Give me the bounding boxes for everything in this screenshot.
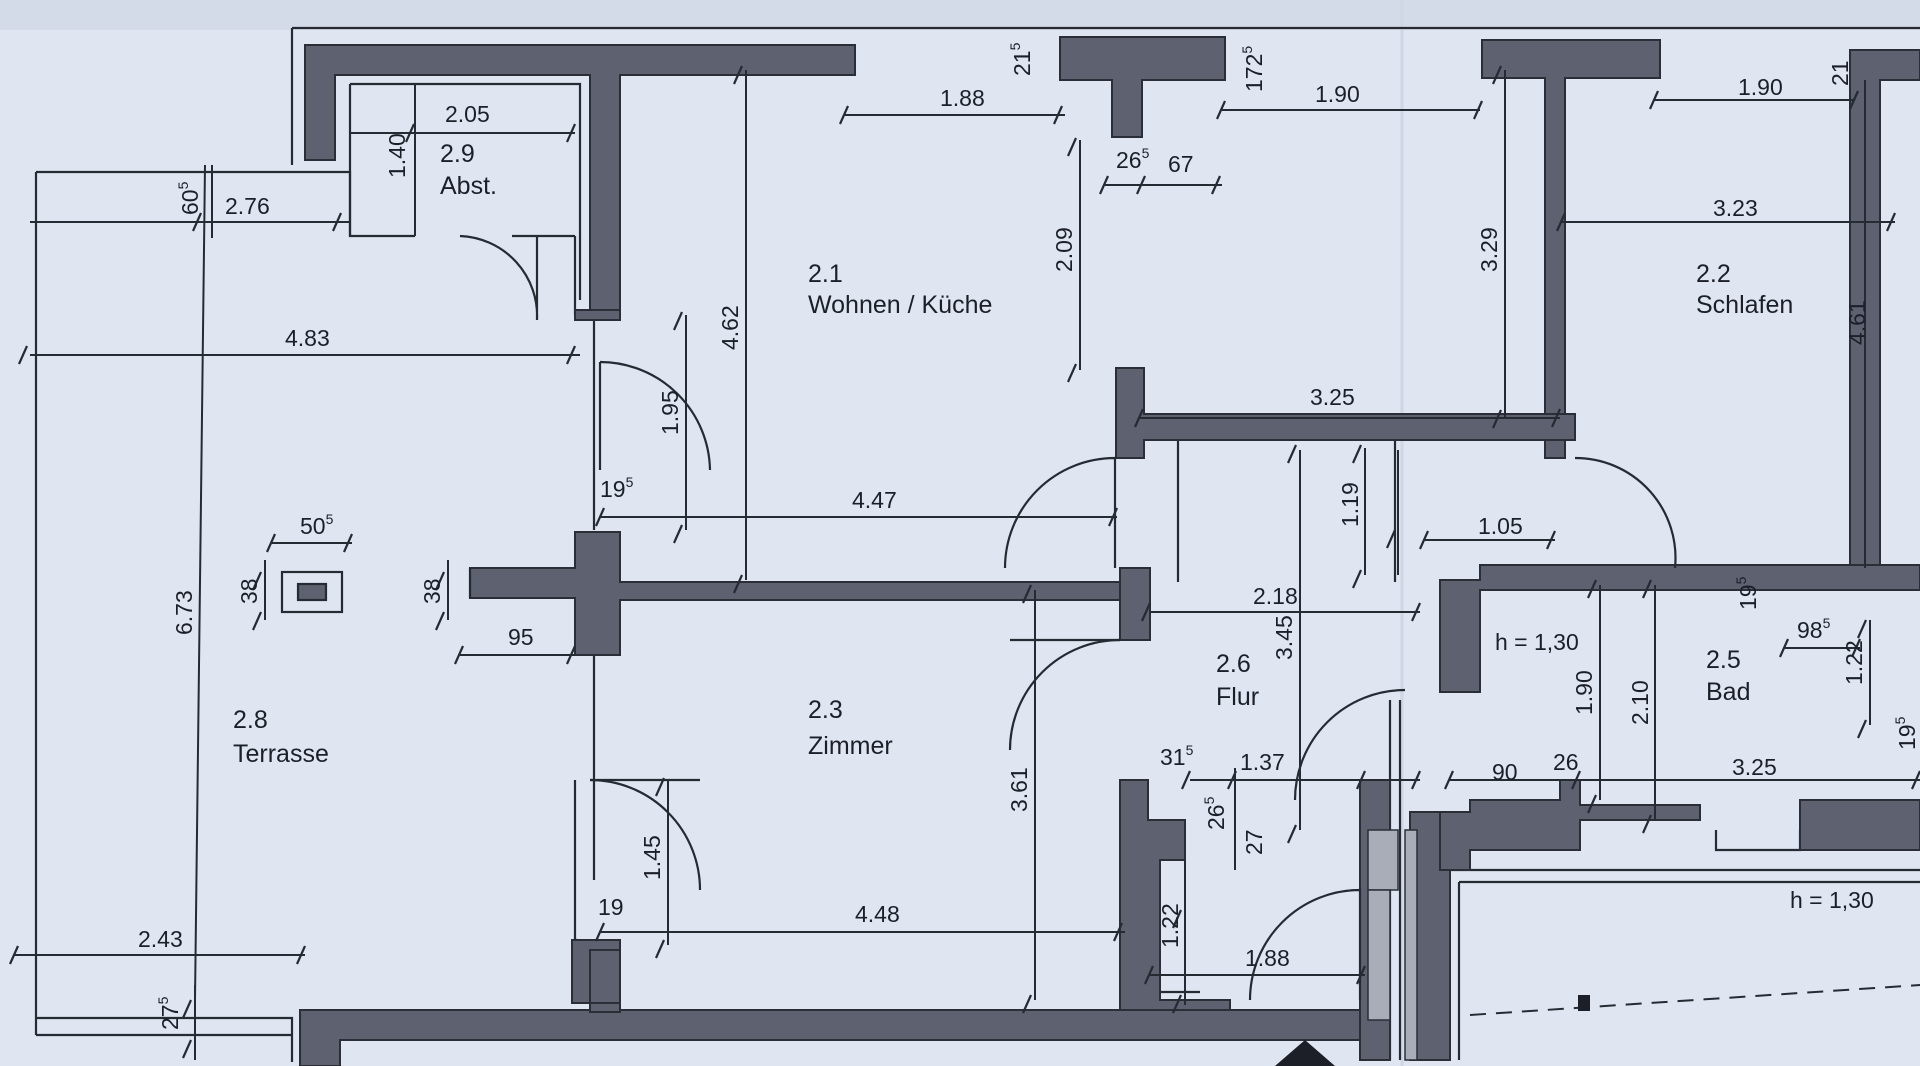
- light-walls: [1367, 829, 1418, 1061]
- dim-60-5: 605: [175, 181, 203, 215]
- dim-4-47: 4.47: [852, 487, 897, 513]
- dim-1-19: 1.19: [1337, 482, 1363, 527]
- dashed-line: [1469, 984, 1920, 1016]
- dim-19-5-bad: 195: [1733, 576, 1761, 610]
- dim-4-83: 4.83: [285, 325, 330, 351]
- dim-27-5-bottom: 275: [155, 996, 183, 1030]
- dim-3-25-middle: 3.25: [1310, 384, 1355, 410]
- dim-95: 95: [508, 624, 534, 650]
- room-labels: 2.1 Wohnen / Küche 2.2 Schlafen 2.3 Zimm…: [233, 140, 1793, 768]
- dim-26: 26: [1553, 749, 1579, 775]
- dim-90: 90: [1492, 759, 1518, 785]
- dimension-lines: [15, 70, 1920, 1060]
- dim-1-88-bottom: 1.88: [1245, 945, 1290, 971]
- room-name-abst: Abst.: [440, 172, 497, 200]
- dim-2-43: 2.43: [138, 926, 183, 952]
- dim-1-95: 1.95: [657, 390, 683, 435]
- dim-26-5-flur: 265: [1201, 796, 1229, 830]
- room-name-bad: Bad: [1706, 678, 1750, 706]
- dim-1-05: 1.05: [1478, 513, 1523, 539]
- dim-1-88-top: 1.88: [940, 85, 985, 111]
- dim-38-left: 38: [236, 578, 262, 604]
- abst-door: [459, 234, 539, 321]
- room-name-flur: Flur: [1216, 683, 1259, 711]
- dim-19-5-right: 195: [1892, 716, 1920, 750]
- terrace-door-upper: [599, 360, 712, 471]
- dim-1-22-flur: 1.22: [1157, 903, 1183, 948]
- dim-h-1-30-bottom: h = 1,30: [1790, 887, 1874, 913]
- dim-38-right: 38: [419, 578, 445, 604]
- room-name-terrasse: Terrasse: [233, 740, 329, 768]
- dim-19-lower-door: 19: [598, 894, 624, 920]
- door-swings: [459, 234, 1677, 1001]
- room-number-terrasse: 2.8: [233, 706, 268, 734]
- dim-3-29: 3.29: [1476, 227, 1502, 272]
- dimension-labels-horizontal: 2.05 2.76 4.83 1.88 1.90 1.90 265 67 3.2…: [138, 74, 1874, 971]
- dim-17-25: 1725: [1239, 46, 1267, 92]
- schlafen-door: [1574, 456, 1677, 569]
- small-marker: [1578, 995, 1590, 1011]
- dim-1-90-right: 1.90: [1738, 74, 1783, 100]
- dim-3-25-bottom: 3.25: [1732, 754, 1777, 780]
- dim-2-05: 2.05: [445, 101, 490, 127]
- dim-67: 67: [1168, 151, 1194, 177]
- dim-1-40: 1.40: [384, 133, 410, 178]
- dim-2-09: 2.09: [1051, 227, 1077, 272]
- dim-21-5-top: 215: [1007, 42, 1035, 76]
- room-name-wohnen: Wohnen / Küche: [808, 291, 992, 319]
- arrow-marker: [1275, 1040, 1335, 1066]
- dim-3-23: 3.23: [1713, 195, 1758, 221]
- dim-31-5: 315: [1160, 742, 1194, 770]
- room-number-schlafen: 2.2: [1696, 260, 1731, 288]
- room-number-bad: 2.5: [1706, 646, 1741, 674]
- room-name-zimmer: Zimmer: [808, 732, 893, 760]
- room-number-wohnen: 2.1: [808, 260, 843, 288]
- dim-98-5: 985: [1797, 615, 1831, 643]
- dim-1-90-bad: 1.90: [1571, 670, 1597, 715]
- dim-21-right: 21: [1827, 60, 1853, 86]
- dim-4-62: 4.62: [717, 305, 743, 350]
- dim-26-5-top: 265: [1116, 145, 1150, 173]
- dimension-labels-vertical: 1.40 605 215 1725 21 2.09 3.29 4.62 4.61…: [155, 42, 1920, 1030]
- room-number-flur: 2.6: [1216, 650, 1251, 678]
- dim-1-22-bad: 1.22: [1841, 640, 1867, 685]
- thin-outlines: [34, 26, 1920, 1062]
- room-number-abst: 2.9: [440, 140, 475, 168]
- dim-3-61: 3.61: [1006, 767, 1032, 812]
- dim-1-90-middle: 1.90: [1315, 81, 1360, 107]
- dim-2-76: 2.76: [225, 193, 270, 219]
- dim-50-5: 505: [300, 511, 334, 539]
- dim-19-5-terrace-door: 195: [600, 474, 634, 502]
- dim-h-1-30-bad: h = 1,30: [1495, 629, 1579, 655]
- flur-door: [1293, 688, 1406, 801]
- dim-1-45: 1.45: [639, 835, 665, 880]
- room-number-zimmer: 2.3: [808, 696, 843, 724]
- terrace-objects: [280, 568, 472, 614]
- dim-4-48: 4.48: [855, 901, 900, 927]
- dim-2-18: 2.18: [1253, 583, 1298, 609]
- room-name-schlafen: Schlafen: [1696, 291, 1793, 319]
- dim-2-10: 2.10: [1627, 680, 1653, 725]
- dim-1-37: 1.37: [1240, 749, 1285, 775]
- wohnen-door: [1003, 456, 1117, 569]
- dim-4-61: 4.61: [1844, 300, 1870, 345]
- zimmer-door: [1008, 638, 1121, 751]
- dimension-ticks: [8, 65, 1920, 1059]
- dim-6-73: 6.73: [171, 590, 197, 635]
- dim-27-flur: 27: [1241, 829, 1267, 855]
- dim-3-45: 3.45: [1271, 615, 1297, 660]
- paper-top-strip: [0, 0, 1920, 30]
